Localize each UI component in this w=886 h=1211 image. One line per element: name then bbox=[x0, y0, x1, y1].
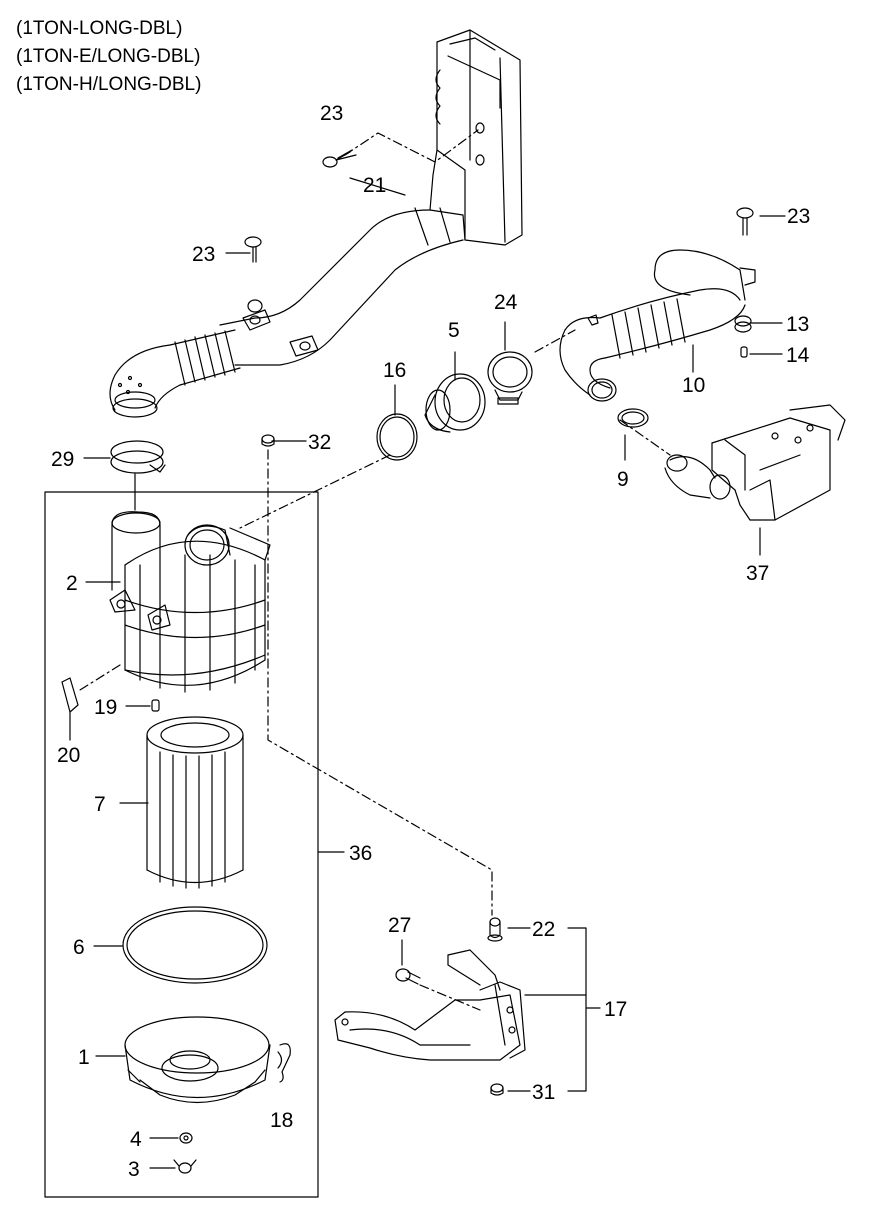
callout-5: 5 bbox=[448, 319, 460, 342]
bolt-23-left bbox=[245, 237, 262, 312]
callout-9: 9 bbox=[617, 468, 629, 491]
clamp-part-24 bbox=[488, 352, 532, 404]
callout-6: 6 bbox=[73, 936, 85, 959]
model-line-3: (1TON-H/LONG-DBL) bbox=[16, 74, 202, 95]
callout-18: 18 bbox=[270, 1109, 294, 1132]
bracket-part-17 bbox=[335, 950, 525, 1060]
hose-part-10 bbox=[560, 250, 755, 401]
callout-1: 1 bbox=[78, 1046, 90, 1069]
assembly-box-36 bbox=[45, 492, 318, 1197]
pin-part-19 bbox=[152, 700, 159, 711]
bolt-23-top bbox=[323, 150, 352, 167]
model-line-1: (1TON-LONG-DBL) bbox=[16, 18, 183, 39]
housing-part-2 bbox=[110, 512, 270, 692]
model-line-2: (1TON-E/LONG-DBL) bbox=[16, 46, 201, 67]
callout-13: 13 bbox=[786, 313, 810, 336]
callout-27: 27 bbox=[388, 914, 412, 937]
callout-22: 22 bbox=[532, 918, 556, 941]
label-part-20 bbox=[62, 678, 78, 712]
bolt-part-27 bbox=[396, 969, 420, 984]
nut-part-31 bbox=[491, 1084, 503, 1095]
gasket-part-16 bbox=[377, 414, 417, 460]
resonator-part-37 bbox=[665, 405, 845, 520]
callout-4: 4 bbox=[130, 1128, 142, 1151]
seal-ring-part-6 bbox=[123, 907, 267, 983]
callout-7: 7 bbox=[94, 793, 106, 816]
callout-29: 29 bbox=[51, 448, 75, 471]
grommet-part-13 bbox=[735, 316, 751, 332]
callout-17: 17 bbox=[604, 998, 628, 1021]
clip-part-18 bbox=[278, 1044, 290, 1082]
insulator-part-22 bbox=[488, 918, 502, 941]
pin-part-14 bbox=[741, 347, 747, 357]
lower-cover-part-1 bbox=[125, 1017, 270, 1103]
callout-36: 36 bbox=[349, 842, 373, 865]
bolt-23-right bbox=[737, 208, 753, 235]
clamp-part-29 bbox=[111, 441, 165, 473]
callout-3: 3 bbox=[128, 1158, 140, 1181]
callout-10: 10 bbox=[682, 374, 706, 397]
callout-37: 37 bbox=[746, 562, 770, 585]
callout-23-top: 23 bbox=[320, 102, 344, 125]
callout-23-right: 23 bbox=[787, 205, 811, 228]
callout-20: 20 bbox=[57, 744, 81, 767]
leader-lines bbox=[84, 155, 785, 1168]
filter-element-part-7 bbox=[147, 717, 243, 888]
callout-23-left: 23 bbox=[192, 243, 216, 266]
callout-16: 16 bbox=[383, 359, 407, 382]
snorkel-part-21 bbox=[110, 30, 522, 417]
nut-part-4 bbox=[180, 1133, 192, 1143]
callout-14: 14 bbox=[786, 344, 810, 367]
callout-19: 19 bbox=[94, 696, 118, 719]
assembly-chain-lines bbox=[80, 130, 670, 1010]
nut-part-32 bbox=[262, 435, 274, 446]
wing-nut-part-3 bbox=[174, 1160, 196, 1173]
callout-2: 2 bbox=[66, 572, 78, 595]
callout-31: 31 bbox=[532, 1081, 556, 1104]
callout-21: 21 bbox=[363, 174, 387, 197]
clamp-part-9 bbox=[618, 409, 648, 427]
sensor-part-5 bbox=[425, 374, 485, 432]
callout-24: 24 bbox=[494, 291, 518, 314]
callout-32: 32 bbox=[308, 431, 332, 454]
